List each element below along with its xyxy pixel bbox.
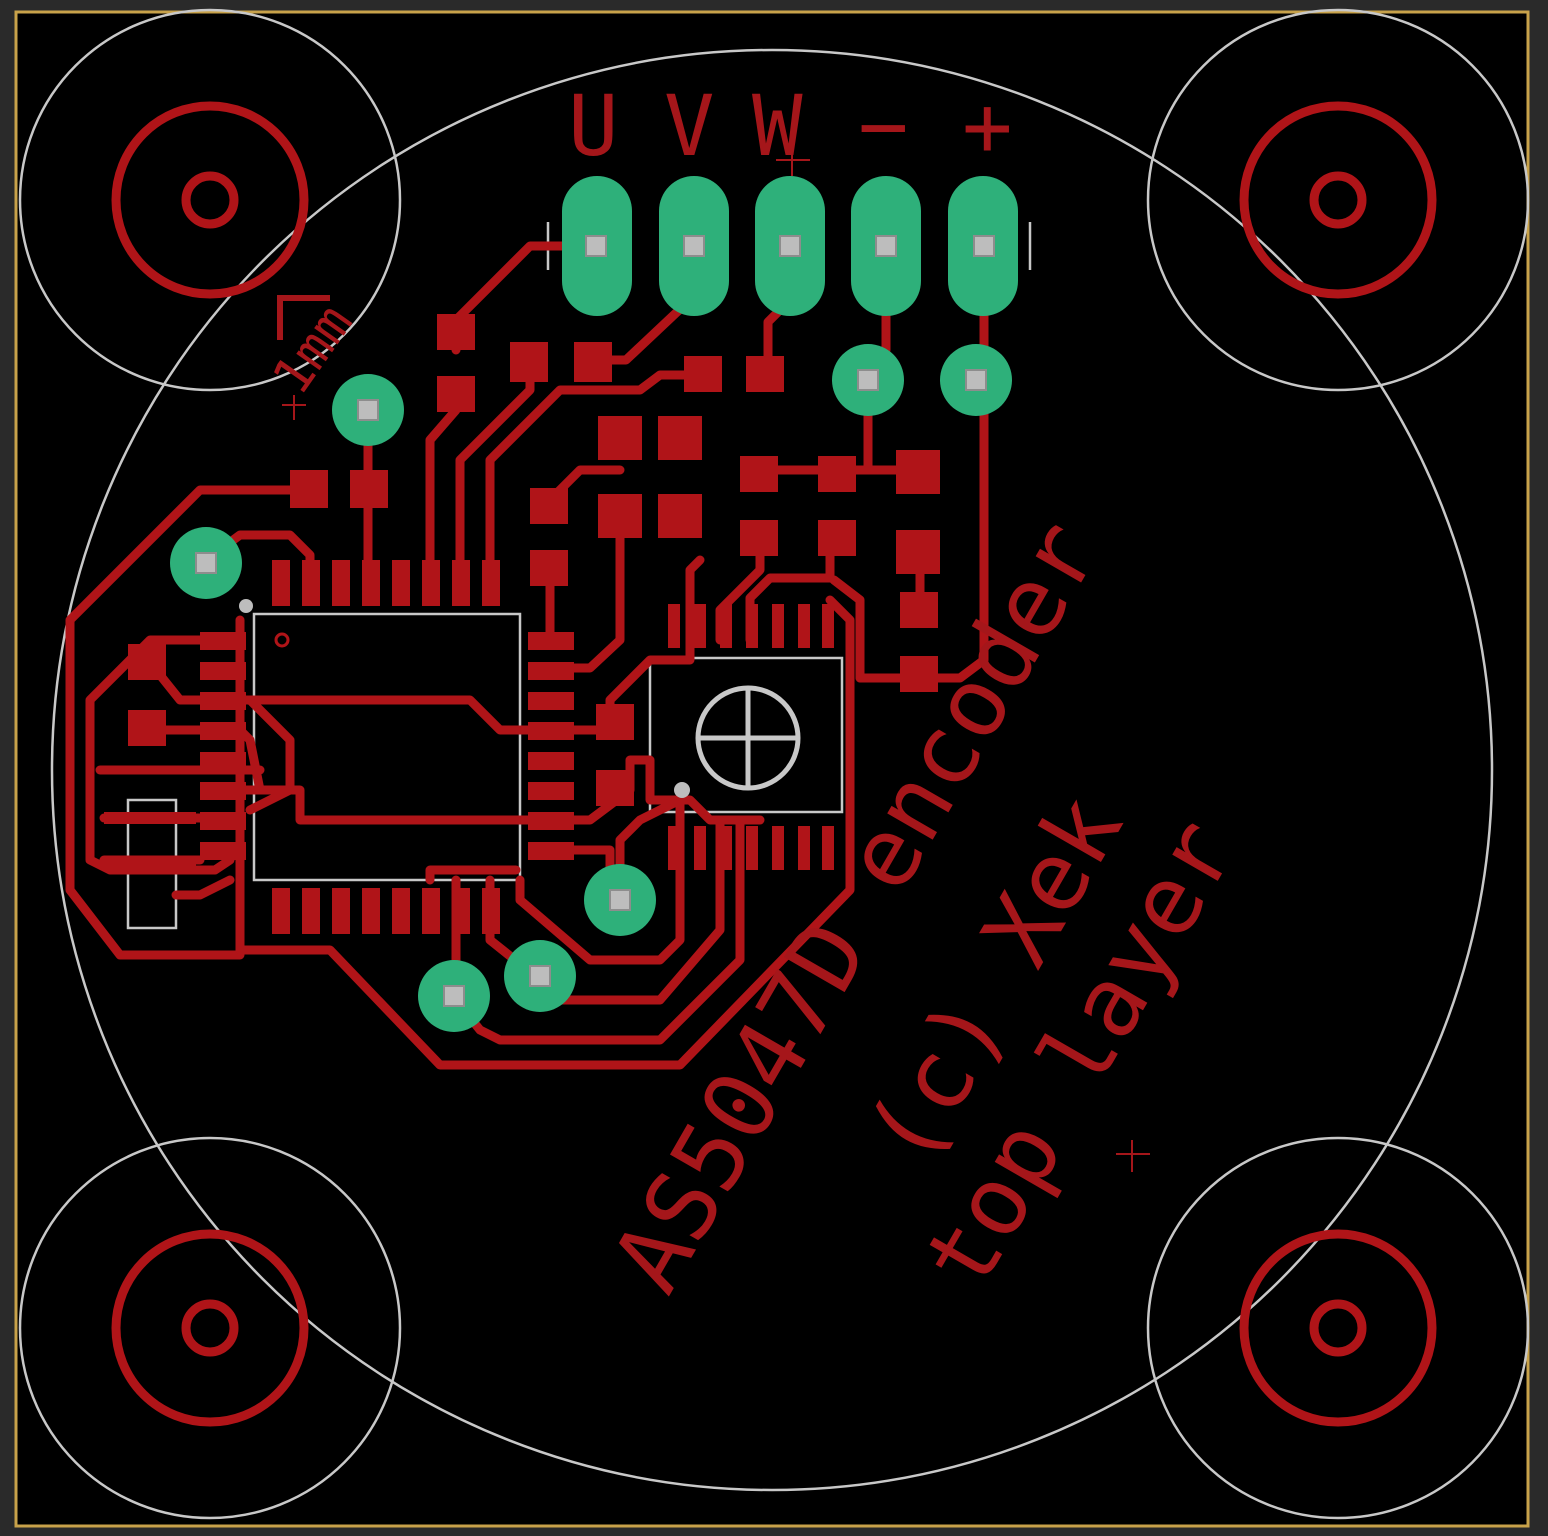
vias bbox=[170, 344, 1012, 1032]
chip-bottom-pins bbox=[272, 888, 500, 934]
silkscreen-layer bbox=[18, 8, 1530, 1520]
mounting-hole-icon bbox=[1239, 1229, 1437, 1427]
crosshair-circle-icon bbox=[695, 685, 801, 791]
board-outline bbox=[14, 10, 1530, 1528]
connector-label-w: W bbox=[752, 77, 803, 175]
chip-right-pins bbox=[528, 632, 574, 860]
chip-left-pins bbox=[200, 632, 246, 860]
pin1-dot bbox=[274, 632, 290, 648]
pin1-marker bbox=[239, 599, 253, 613]
origin-markers bbox=[776, 146, 1150, 1172]
connector-label-minus: − bbox=[858, 77, 909, 175]
connector-label-u: U bbox=[568, 77, 619, 175]
crystal bbox=[104, 812, 196, 868]
mounting-hole-icon bbox=[111, 1229, 309, 1427]
mounting-holes bbox=[111, 101, 1437, 1427]
magnetic-sensor bbox=[668, 604, 834, 870]
connector-pads bbox=[562, 176, 1018, 316]
smd-components bbox=[128, 314, 940, 806]
connector-label-plus: + bbox=[962, 77, 1013, 175]
mounting-hole-icon bbox=[1239, 101, 1437, 299]
mcu-chip bbox=[200, 560, 574, 934]
connector-labels: U V W − + bbox=[568, 77, 1013, 175]
chip-top-pins bbox=[272, 560, 500, 606]
connector-label-v: V bbox=[664, 77, 715, 175]
mounting-hole-icon bbox=[111, 101, 309, 299]
